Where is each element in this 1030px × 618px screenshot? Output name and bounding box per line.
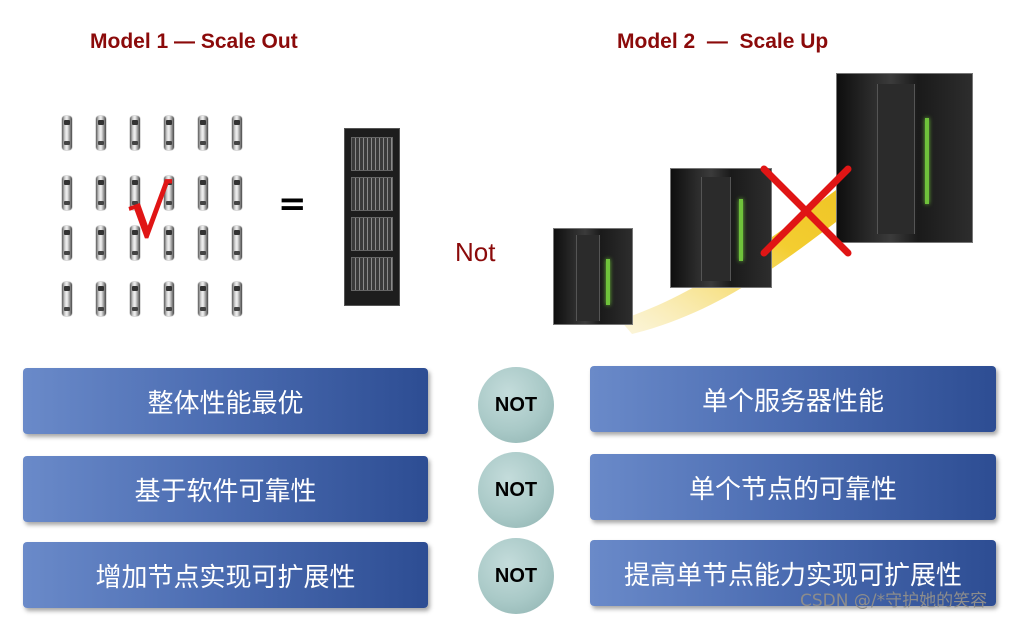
red-cross-icon [760,165,852,257]
equals-sign: = [278,184,307,224]
server-panel [877,84,915,234]
large-server-icon [836,73,973,243]
server-rack-icon [344,128,400,306]
rack-unit [351,257,393,291]
blade-node-icon [232,226,242,260]
model-1-heading: Model 1 — Scale Out [90,30,298,53]
left-item-bar: 增加节点实现可扩展性 [23,542,428,608]
rack-unit [351,217,393,251]
blade-node-icon [62,282,72,316]
blade-node-icon [96,176,106,210]
status-light [925,118,929,204]
blade-node-icon [164,282,174,316]
blade-node-icon [232,176,242,210]
blade-node-icon [62,226,72,260]
blade-node-icon [198,226,208,260]
blade-node-icon [130,282,140,316]
blade-node-icon [164,176,174,210]
blade-node-icon [198,116,208,150]
not-label: Not [455,237,496,267]
watermark: CSDN @/*守护她的笑容 [800,591,988,611]
blade-node-icon [130,176,140,210]
medium-server-icon [670,168,772,288]
not-badge: NOT [478,452,554,528]
not-badge: NOT [478,367,554,443]
server-panel [576,235,600,321]
blade-node-icon [130,226,140,260]
blade-node-icon [164,226,174,260]
right-item-bar: 单个服务器性能 [590,366,996,432]
left-item-bar: 基于软件可靠性 [23,456,428,522]
blade-node-icon [232,282,242,316]
model-2-heading: Model 2 — Scale Up [617,30,829,53]
not-badge: NOT [478,538,554,614]
right-item-bar: 提高单节点能力实现可扩展性 [590,540,996,606]
rack-unit [351,137,393,171]
blade-node-icon [62,176,72,210]
blade-node-icon [198,176,208,210]
blade-node-icon [62,116,72,150]
left-item-bar: 整体性能最优 [23,368,428,434]
blade-node-icon [96,282,106,316]
blade-node-icon [232,116,242,150]
blade-node-icon [130,116,140,150]
server-panel [701,177,731,281]
status-light [739,199,743,261]
check-mark-icon: √ [126,171,173,254]
rack-unit [351,177,393,211]
blade-node-icon [96,116,106,150]
blade-node-icon [164,116,174,150]
blade-node-icon [96,226,106,260]
status-light [606,259,610,305]
right-item-bar: 单个节点的可靠性 [590,454,996,520]
small-server-icon [553,228,633,325]
blade-node-icon [198,282,208,316]
